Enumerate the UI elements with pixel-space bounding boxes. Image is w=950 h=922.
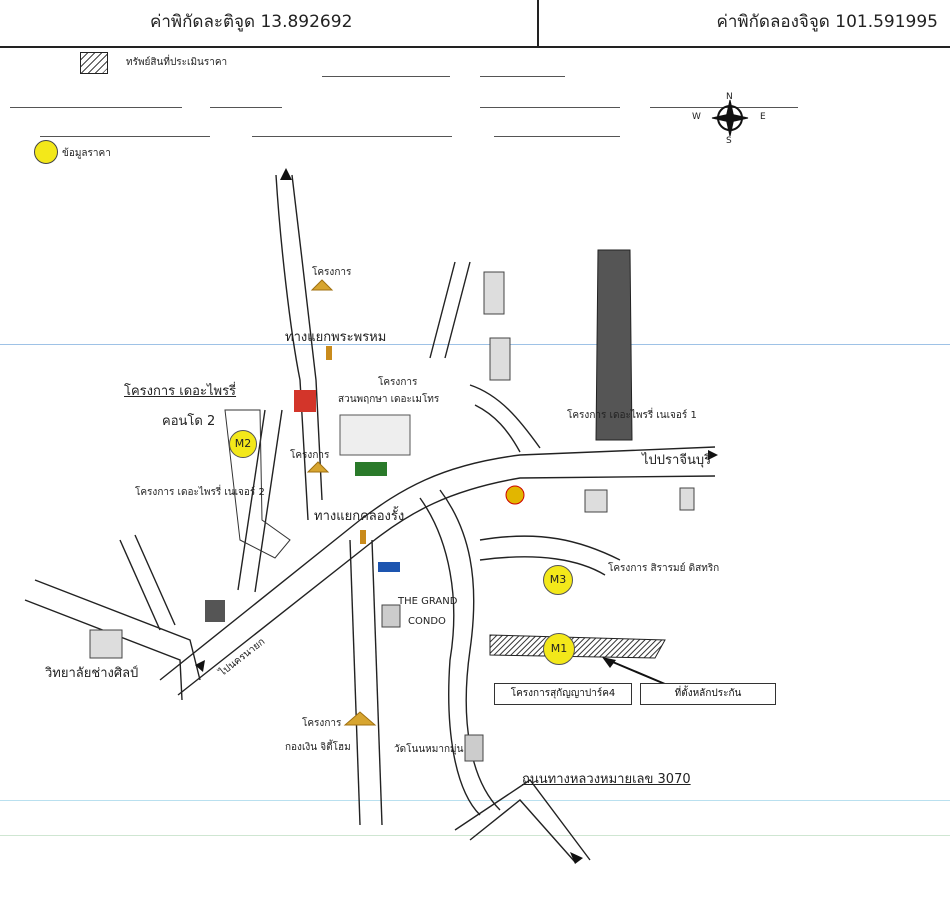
form-line xyxy=(494,136,620,137)
road-se-1 xyxy=(439,489,501,811)
scan-line xyxy=(0,344,950,345)
compass-s: S xyxy=(726,136,732,146)
compass-e: E xyxy=(760,112,766,122)
kongngoen-project-name: กองเงิน จิตี้โฮม xyxy=(285,742,351,753)
road-main-bottom xyxy=(177,475,716,696)
road-south-right xyxy=(371,539,383,826)
arrow-head-icon xyxy=(602,657,616,668)
prairie-condo2-outline xyxy=(224,409,291,559)
lane-m2-2 xyxy=(254,409,283,593)
traffic-light-icon xyxy=(360,530,366,544)
prairie-condo2-label: โครงการ เดอะไพรรี่ xyxy=(124,384,237,399)
the-grand-label: THE GRAND xyxy=(398,596,458,607)
sukanya-park-box: โครงการสุกัญญาปาร์ค4 xyxy=(494,683,632,705)
kongngoen-project-label: โครงการ xyxy=(302,718,342,729)
small-project-label: โครงการ xyxy=(290,450,330,461)
form-line xyxy=(210,107,282,108)
condo-label: CONDO xyxy=(408,616,446,627)
house-icon xyxy=(306,461,330,473)
small-project-label: โครงการ xyxy=(312,267,352,278)
road-3070-label: ถนนทางหลวงหมายเลข 3070 xyxy=(522,772,691,787)
compass-icon xyxy=(711,99,749,137)
building-icon xyxy=(339,414,411,456)
collateral-arrow xyxy=(607,659,666,685)
prairie-phase2-label: โครงการ เดอะไพรรี่ เนเจอร์ 2 xyxy=(135,487,265,498)
price-data-legend-icon xyxy=(34,140,58,164)
arrow-east-icon xyxy=(708,450,718,460)
road-north-left xyxy=(275,174,309,521)
road-3070-1 xyxy=(454,779,591,861)
road-left-2 xyxy=(134,534,176,626)
hotel-project-name: สวนพฤกษา เดอะเมโทร xyxy=(338,394,440,405)
junction-praphrom-label: ทางแยกพระพรหม xyxy=(285,330,387,345)
collateral-hatched-area xyxy=(489,634,666,659)
shell-icon xyxy=(505,485,525,505)
road-north-right xyxy=(291,174,323,501)
road-main-top xyxy=(159,446,716,681)
longitude-text: ค่าพิกัดลองจิจูด 101.591995 xyxy=(716,12,939,32)
traffic-light-icon xyxy=(326,346,332,360)
road-branch-1 xyxy=(469,384,541,449)
road-3070-2 xyxy=(469,799,576,863)
prairie-phase1-block xyxy=(595,249,633,441)
form-line xyxy=(252,136,452,137)
prairie-phase1-label: โครงการ เดอะไพรรี่ เนเจอร์ 1 xyxy=(567,410,697,421)
temple-icon xyxy=(464,734,484,762)
road-east-1 xyxy=(479,535,621,561)
road-east-2 xyxy=(479,556,606,576)
building-icon xyxy=(679,487,695,511)
marker-m2: M2 xyxy=(229,430,257,458)
compass-n: N xyxy=(726,92,733,102)
temple-label: วัดโนนหมากมุ่น xyxy=(394,744,464,755)
house-icon xyxy=(310,279,334,291)
building-icon xyxy=(489,337,511,381)
to-prachinburi-label: ไปปราจีนบุรี xyxy=(642,453,712,468)
factory-icon xyxy=(205,600,225,622)
legend-price-data-label: ข้อมูลราคา xyxy=(62,148,111,159)
legend-appraised-label: ทรัพย์สินที่ประเมินราคา xyxy=(126,57,228,68)
condo2-suffix-label: คอนโด 2 xyxy=(162,414,216,429)
lotus-icon xyxy=(355,462,387,476)
road-sw-1 xyxy=(34,579,201,681)
building-icon xyxy=(584,489,608,513)
junction-khlongrang-label: ทางแยกคลองรั้ง xyxy=(314,509,405,524)
road-se-2 xyxy=(419,497,481,816)
form-line xyxy=(322,76,450,77)
form-line xyxy=(480,107,620,108)
marker-m3: M3 xyxy=(543,565,573,595)
road-ne-1 xyxy=(429,261,456,359)
road-branch-2 xyxy=(474,404,521,453)
road-network xyxy=(24,174,716,863)
form-line xyxy=(40,136,210,137)
marker-m1: M1 xyxy=(543,633,575,665)
header-divider xyxy=(537,0,539,46)
hatched-legend-icon xyxy=(80,52,108,74)
latitude-text: ค่าพิกัดละติจูด 13.892692 xyxy=(150,12,353,32)
car-icon xyxy=(378,562,400,572)
form-line xyxy=(10,107,182,108)
compass-w: W xyxy=(692,112,701,122)
arrow-se-icon xyxy=(570,852,583,864)
road-south-left xyxy=(349,539,361,826)
building-icon xyxy=(381,604,401,628)
arrow-north-icon xyxy=(280,168,292,180)
siriros-district-label: โครงการ สิรารมย์ ดิสทริก xyxy=(608,563,720,574)
collateral-location-box: ที่ตั้งหลักประกัน xyxy=(640,683,776,705)
building-icon xyxy=(89,629,123,659)
road-sw-2 xyxy=(24,599,183,701)
arrow-sw-icon xyxy=(195,660,205,672)
coordinate-header: ค่าพิกัดละติจูด 13.892692 ค่าพิกัดลองจิจ… xyxy=(0,0,950,48)
building-icon xyxy=(483,271,505,315)
college-label: วิทยาลัยช่างศิลป์ xyxy=(45,666,139,681)
form-line xyxy=(480,76,565,77)
road-ne-2 xyxy=(444,261,471,359)
road-left-1 xyxy=(119,539,161,631)
logo-icon xyxy=(294,390,316,412)
hotel-project-label: โครงการ xyxy=(378,377,418,388)
house-icon xyxy=(343,711,377,726)
scan-line xyxy=(0,800,950,801)
